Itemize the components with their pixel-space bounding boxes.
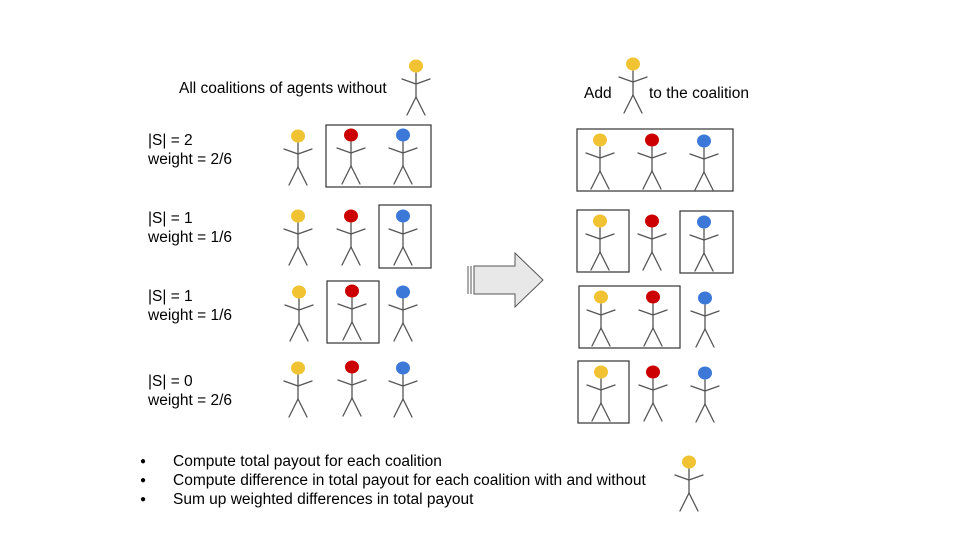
right-row2-blue-agent-icon	[689, 215, 719, 272]
row1-weight-label: weight = 2/6	[148, 151, 233, 168]
left-row1-blue-agent-icon	[388, 128, 418, 185]
right-row1-red-agent-icon	[637, 133, 667, 190]
left-title: All coalitions of agents without	[179, 80, 387, 97]
left-coalition-box-1	[325, 124, 432, 188]
row3-weight-label: weight = 1/6	[148, 307, 233, 324]
right-row3-yellow-agent-icon	[586, 290, 616, 347]
right-row3-blue-agent-icon	[690, 291, 720, 348]
step-3: Sum up weighted differences in total pay…	[140, 490, 646, 509]
right-coalition-box-2-1	[576, 209, 630, 273]
row1-size-label: |S| = 2	[148, 132, 193, 149]
right-row1-blue-agent-icon	[689, 134, 719, 191]
steps-list: Compute total payout for each coalition …	[140, 452, 646, 509]
row3-size-label: |S| = 1	[148, 288, 193, 305]
left-row2-red-agent-icon	[336, 209, 366, 266]
right-row3-red-agent-icon	[638, 290, 668, 347]
row4-size-label: |S| = 0	[148, 373, 193, 390]
right-arrow-icon	[467, 251, 544, 309]
left-coalition-box-2	[378, 204, 432, 269]
left-row3-yellow-agent-icon	[284, 285, 314, 342]
left-row4-red-agent-icon	[337, 360, 367, 417]
right-row4-red-agent-icon	[638, 365, 668, 422]
right-row1-yellow-agent-icon	[585, 133, 615, 190]
right-row4-yellow-agent-icon	[586, 365, 616, 422]
left-row4-yellow-agent-icon	[283, 361, 313, 418]
left-row2-blue-agent-icon	[388, 209, 418, 266]
bullet-agent-icon	[674, 455, 704, 512]
left-row1-yellow-agent-icon	[283, 129, 313, 186]
row4-weight-label: weight = 2/6	[148, 392, 233, 409]
right-row2-red-agent-icon	[637, 214, 667, 271]
right-row2-yellow-agent-icon	[585, 214, 615, 271]
added-agent-icon	[618, 57, 648, 114]
right-row4-blue-agent-icon	[690, 366, 720, 423]
row2-size-label: |S| = 1	[148, 210, 193, 227]
right-title-prefix: Add	[584, 85, 612, 102]
left-row1-red-agent-icon	[336, 128, 366, 185]
left-row4-blue-agent-icon	[388, 361, 418, 418]
step-2: Compute difference in total payout for e…	[140, 471, 646, 490]
left-row2-yellow-agent-icon	[283, 209, 313, 266]
right-coalition-box-4-1	[577, 360, 630, 424]
right-coalition-box-3-1	[578, 285, 681, 349]
step-1: Compute total payout for each coalition	[140, 452, 646, 471]
excluded-agent-icon	[401, 59, 431, 116]
row2-weight-label: weight = 1/6	[148, 229, 233, 246]
right-coalition-box-1-1	[576, 128, 734, 192]
right-title-suffix: to the coalition	[649, 85, 749, 102]
right-coalition-box-2-2	[679, 210, 734, 274]
left-row3-blue-agent-icon	[388, 285, 418, 342]
left-coalition-box-3	[326, 280, 380, 344]
left-row3-red-agent-icon	[337, 284, 367, 341]
